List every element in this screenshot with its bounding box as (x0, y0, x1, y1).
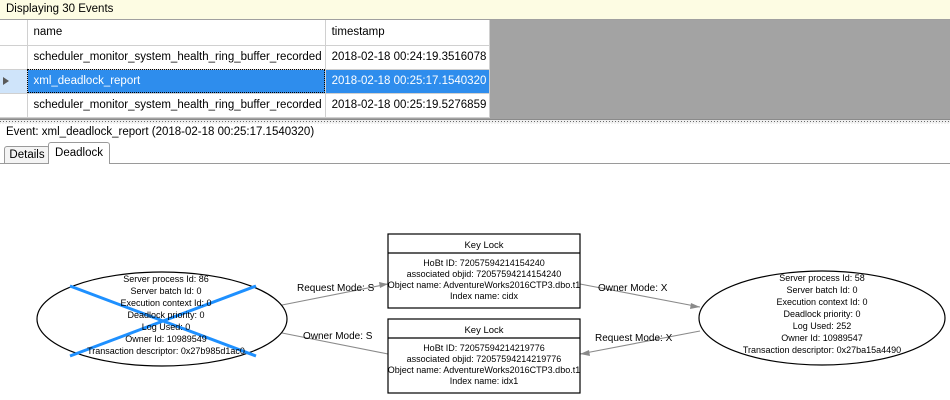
grid-header-row: name timestamp (0, 20, 491, 46)
events-grid-container[interactable]: name timestamp scheduler_monitor_system_… (0, 20, 950, 119)
resource-node-bottom[interactable]: Key Lock HoBt ID: 72057594214219776 asso… (387, 318, 581, 394)
deadlock-graph-canvas[interactable]: Request Mode: S Owner Mode: X Owner Mode… (0, 163, 950, 400)
event-detail-header: Event: xml_deadlock_report (2018-02-18 0… (0, 124, 950, 142)
cell-name[interactable]: scheduler_monitor_system_health_ring_buf… (27, 45, 326, 70)
cell-name[interactable]: xml_deadlock_report (27, 69, 326, 94)
cell-name[interactable]: scheduler_monitor_system_health_ring_buf… (27, 93, 326, 118)
resource-top-line-3: Index name: cidx (450, 291, 519, 301)
process-left-line-1: Server batch Id: 0 (130, 286, 201, 296)
process-left-line-3: Deadlock priority: 0 (127, 310, 204, 320)
edge-top-right (579, 283, 701, 309)
process-right-line-6: Transaction descriptor: 0x27ba15a4490 (743, 345, 901, 355)
resource-bottom-title: Key Lock (464, 325, 503, 336)
edge-label-top-right: Owner Mode: X (598, 283, 668, 294)
cell-timestamp[interactable]: 2018-02-18 00:25:19.5276859 (325, 93, 491, 118)
resource-bottom-line-1: associated objid: 72057594214219776 (407, 354, 562, 364)
grid-header-timestamp[interactable]: timestamp (325, 20, 491, 46)
grid-header-selector[interactable] (0, 20, 28, 46)
status-bar: Displaying 30 Events (0, 0, 950, 20)
row-selector-cell[interactable] (0, 69, 28, 94)
process-right-line-2: Execution context Id: 0 (776, 297, 867, 307)
cell-timestamp[interactable]: 2018-02-18 00:25:17.1540320 (325, 69, 491, 94)
resource-top-line-1: associated objid: 72057594214154240 (407, 269, 562, 279)
process-right-line-0: Server process Id: 58 (779, 273, 865, 283)
process-right-line-3: Deadlock priority: 0 (783, 309, 860, 319)
process-left-line-0: Server process Id: 86 (123, 274, 209, 284)
tab-deadlock[interactable]: Deadlock (48, 142, 110, 164)
resource-node-top[interactable]: Key Lock HoBt ID: 72057594214154240 asso… (387, 233, 581, 309)
edge-label-bottom-left: Owner Mode: S (303, 331, 373, 342)
cell-timestamp[interactable]: 2018-02-18 00:24:19.3516078 (325, 45, 491, 70)
resource-bottom-line-2: Object name: AdventureWorks2016CTP3.dbo.… (388, 365, 580, 375)
edge-top-left (271, 282, 389, 308)
process-right-line-5: Owner Id: 10989547 (781, 333, 863, 343)
process-left-line-2: Execution context Id: 0 (120, 298, 211, 308)
events-grid[interactable]: name timestamp scheduler_monitor_system_… (0, 20, 491, 118)
edge-bottom-right (579, 330, 701, 356)
table-row[interactable]: xml_deadlock_report 2018-02-18 00:25:17.… (0, 69, 491, 94)
tab-details[interactable]: Details (4, 146, 50, 164)
process-left-line-5: Owner Id: 10989549 (125, 334, 207, 344)
current-row-arrow-icon (3, 76, 9, 85)
resource-top-title: Key Lock (464, 240, 503, 251)
resource-top-line-0: HoBt ID: 72057594214154240 (423, 258, 545, 268)
horizontal-splitter[interactable] (0, 119, 950, 124)
resource-top-line-2: Object name: AdventureWorks2016CTP3.dbo.… (388, 280, 580, 290)
process-node-left[interactable]: Server process Id: 86 Server batch Id: 0… (36, 271, 288, 367)
detail-tabstrip: Details Deadlock (0, 142, 950, 164)
grid-header-name[interactable]: name (27, 20, 326, 46)
process-left-line-4: Log Used: 0 (142, 322, 191, 332)
table-row[interactable]: scheduler_monitor_system_health_ring_buf… (0, 93, 491, 118)
process-left-line-6: Transaction descriptor: 0x27b985d1ac0 (87, 346, 245, 356)
process-right-line-4: Log Used: 252 (793, 321, 852, 331)
row-selector-cell[interactable] (0, 93, 28, 118)
process-right-line-1: Server batch Id: 0 (786, 285, 857, 295)
edge-label-top-left: Request Mode: S (297, 283, 375, 294)
resource-bottom-line-0: HoBt ID: 72057594214219776 (423, 343, 545, 353)
process-node-right[interactable]: Server process Id: 58 Server batch Id: 0… (698, 270, 946, 366)
table-row[interactable]: scheduler_monitor_system_health_ring_buf… (0, 45, 491, 70)
edge-label-bottom-right: Request Mode: X (595, 333, 673, 344)
resource-bottom-line-3: Index name: idx1 (450, 376, 519, 386)
row-selector-cell[interactable] (0, 45, 28, 70)
